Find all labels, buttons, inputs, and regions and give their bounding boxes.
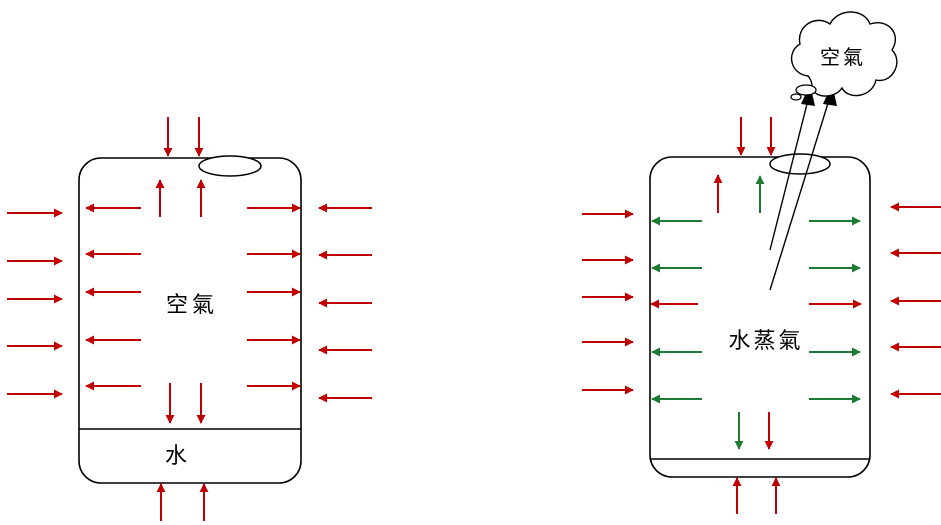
escaping-air-arrow: [769, 84, 837, 291]
cloud-label: 空氣: [820, 45, 866, 69]
left-container-body: [78, 157, 302, 484]
cloud-shape: [790, 11, 898, 97]
right-internal-vapor-arrows: [651, 175, 861, 450]
escape-arrow-shaft-right: [769, 99, 830, 291]
left-liquid-label: 水: [165, 444, 187, 469]
right-container-opening: [769, 153, 831, 175]
right-gas-label: 水蒸氣: [728, 329, 803, 354]
right-external-pressure-arrows: [582, 117, 941, 514]
right-internal-air-arrows: [650, 174, 862, 450]
escape-arrow-shaft-left: [769, 99, 809, 251]
right-container-body: [649, 156, 871, 478]
cloud-puff-1: [795, 84, 817, 96]
cloud-puff-2: [790, 93, 802, 101]
left-container: 空氣 水: [78, 155, 302, 484]
left-external-pressure-arrows: [7, 117, 372, 521]
left-internal-air-pressure-arrows: [85, 179, 301, 424]
right-container: 水蒸氣: [649, 153, 871, 478]
escaping-air-cloud: 空氣: [790, 11, 898, 101]
left-gas-label: 空氣: [166, 293, 218, 318]
left-container-opening: [198, 155, 262, 177]
